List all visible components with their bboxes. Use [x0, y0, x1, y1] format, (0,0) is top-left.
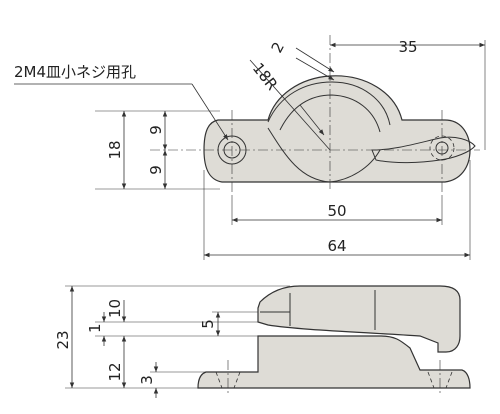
side-lower-height-dim: 12 — [106, 362, 124, 381]
top-view-lever-tail — [371, 136, 476, 164]
upper-half-dim: 9 — [147, 125, 165, 135]
top-view: 50 64 35 18 9 9 2M4皿小ネジ用孔 18R 2 — [14, 35, 486, 260]
hole-spacing-dim: 50 — [327, 202, 346, 220]
gap-dim: 2 — [268, 39, 288, 56]
side-view: 23 10 1 12 5 3 — [54, 285, 471, 398]
side-base-thickness-dim: 3 — [138, 375, 156, 385]
top-view-cam — [267, 127, 381, 183]
hole-note: 2M4皿小ネジ用孔 — [14, 63, 136, 81]
overall-height-dim: 18 — [106, 140, 124, 159]
top-view-lever — [267, 81, 391, 126]
side-step-dim: 5 — [199, 319, 217, 329]
side-overall-height-dim: 23 — [54, 330, 72, 349]
side-upper-height-dim: 10 — [106, 299, 124, 318]
offset-right-dim: 35 — [398, 38, 417, 56]
side-view-base — [197, 335, 471, 389]
side-view-lever — [257, 285, 461, 353]
lower-half-dim: 9 — [147, 165, 165, 175]
top-view-lever-inner — [279, 94, 381, 133]
overall-width-dim: 64 — [327, 237, 346, 255]
side-gap-dim: 1 — [86, 323, 104, 333]
top-view-body — [203, 75, 471, 183]
